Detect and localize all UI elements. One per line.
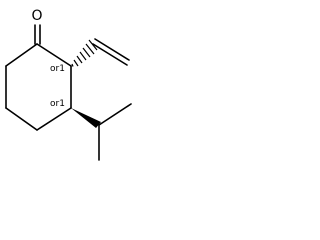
stereo-label-c3: or1 — [50, 99, 65, 109]
ring-bond-c5-c4 — [5, 107, 38, 131]
ring-bond-c2-c1 — [36, 43, 72, 67]
stereo-label-c2: or1 — [50, 64, 65, 74]
solid-wedge-bond — [71, 108, 101, 128]
ring-bond-c1-c6 — [5, 43, 38, 67]
isopropyl-bond-up — [98, 103, 132, 126]
oxygen-label: O — [31, 8, 42, 24]
molecule-diagram: O or1 or1 — [0, 0, 146, 172]
structure-drawing: O or1 or1 — [5, 8, 132, 161]
vinyl-bond-b — [94, 38, 130, 61]
hashed-wedge-bond — [71, 39, 98, 67]
vinyl-bond-a — [92, 43, 128, 66]
ring-bond-c4-c3 — [36, 107, 72, 131]
